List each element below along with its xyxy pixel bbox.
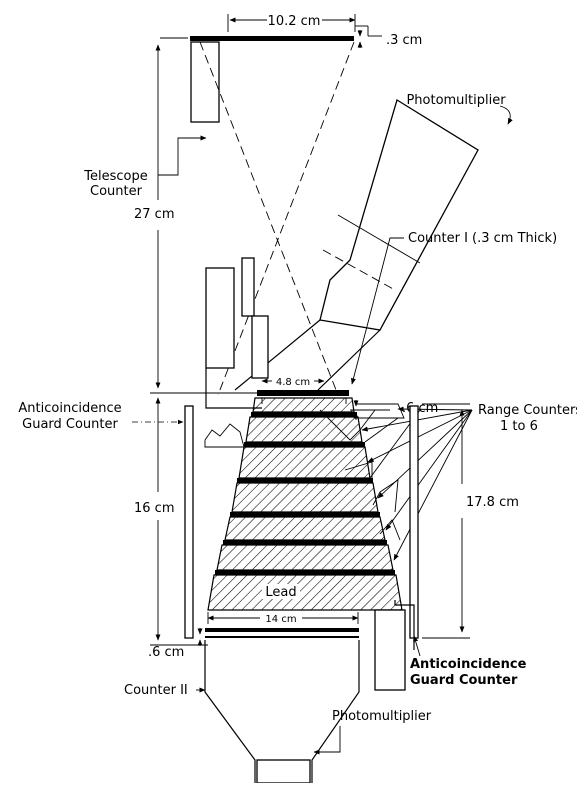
lead-block	[207, 574, 403, 611]
range-counter-1	[251, 412, 357, 417]
height-17-8-label: 17.8 cm	[466, 495, 519, 510]
range-counters-label-line2: 1 to 6	[500, 419, 538, 434]
range-counter-2	[244, 442, 365, 447]
counter-two-plate	[205, 628, 359, 632]
lead-layer-5	[224, 516, 386, 541]
gap-left-label: .6 cm	[148, 645, 184, 660]
width-4-8-label: 4.8 cm	[276, 377, 310, 388]
telescope-counter	[190, 36, 354, 123]
counter-two: Counter II	[124, 628, 360, 784]
lead-stack: Lead	[207, 397, 403, 611]
dimension-height-16: 16 cm	[134, 397, 208, 646]
dimension-gap-right: .6 cm	[350, 400, 438, 420]
width-14-label: 14 cm	[265, 614, 296, 625]
lead-layer-1	[252, 397, 355, 413]
lead-layer-2	[245, 416, 363, 443]
dimension-height-17-8: 17.8 cm	[422, 403, 519, 639]
photomultiplier-top-tube	[319, 98, 479, 331]
telescope-counter-plate	[190, 36, 354, 41]
dimension-gap-left: .6 cm	[148, 628, 203, 660]
anticoincidence-left-label-line2: Guard Counter	[22, 417, 118, 432]
lead-layer-4	[231, 482, 379, 513]
gap-right-label: .6 cm	[402, 401, 438, 416]
acceptance-cone	[199, 41, 355, 396]
telescope-counter-label-line1: Telescope	[83, 169, 147, 184]
height-27-label: 27 cm	[134, 207, 175, 222]
range-counter-3	[237, 478, 373, 483]
range-counter-5	[223, 540, 387, 545]
anticoincidence-left-plate	[184, 405, 194, 639]
photomultiplier-bottom: Photomultiplier	[313, 709, 432, 755]
lead-label: Lead	[265, 585, 296, 600]
photomultiplier-top-label: Photomultiplier	[406, 93, 506, 108]
dimension-thickness-top: .3 cm	[355, 25, 422, 48]
counter-two-label: Counter II	[124, 683, 188, 698]
telescope-counter-label-group: Telescope Counter	[83, 135, 207, 199]
range-counter-6	[215, 570, 395, 575]
dimension-width-10-2: 10.2 cm	[227, 14, 356, 32]
anticoincidence-guard-right: Anticoincidence Guard Counter	[374, 405, 527, 691]
counter-one-plate	[257, 390, 349, 396]
height-16-label: 16 cm	[134, 501, 175, 516]
dimension-width-14: 14 cm	[207, 612, 359, 625]
counter-one-label: Counter I (.3 cm Thick)	[408, 231, 557, 246]
thickness-top-label: .3 cm	[386, 33, 422, 48]
anticoincidence-right-tube	[374, 609, 406, 691]
anticoincidence-left-label-line1: Anticoincidence	[18, 401, 121, 416]
anticoincidence-guard-left: Anticoincidence Guard Counter	[18, 401, 194, 639]
lead-layer-6	[216, 544, 394, 571]
telescope-counter-label-line2: Counter	[90, 184, 143, 199]
range-counter-4	[230, 512, 380, 517]
range-counters-annotation: Range Counters 1 to 6	[361, 403, 577, 561]
range-counters-label-line1: Range Counters	[478, 403, 577, 418]
support-blocks	[205, 257, 269, 409]
dimension-height-27: 27 cm	[134, 37, 264, 394]
width-10-2-label: 10.2 cm	[268, 14, 321, 29]
counter-one: 4.8 cm Counter I (.3 cm Thick)	[257, 231, 557, 404]
anticoincidence-right-label-line2: Guard Counter	[410, 673, 518, 688]
telescope-counter-tube	[190, 41, 220, 123]
photomultiplier-bottom-label: Photomultiplier	[332, 709, 432, 724]
anticoincidence-right-plate	[409, 405, 419, 639]
anticoincidence-right-label-line1: Anticoincidence	[410, 657, 527, 672]
photomultiplier-top: Photomultiplier	[234, 93, 513, 391]
lead-layer-3	[238, 446, 371, 479]
counter-two-light-pipe	[256, 759, 311, 784]
